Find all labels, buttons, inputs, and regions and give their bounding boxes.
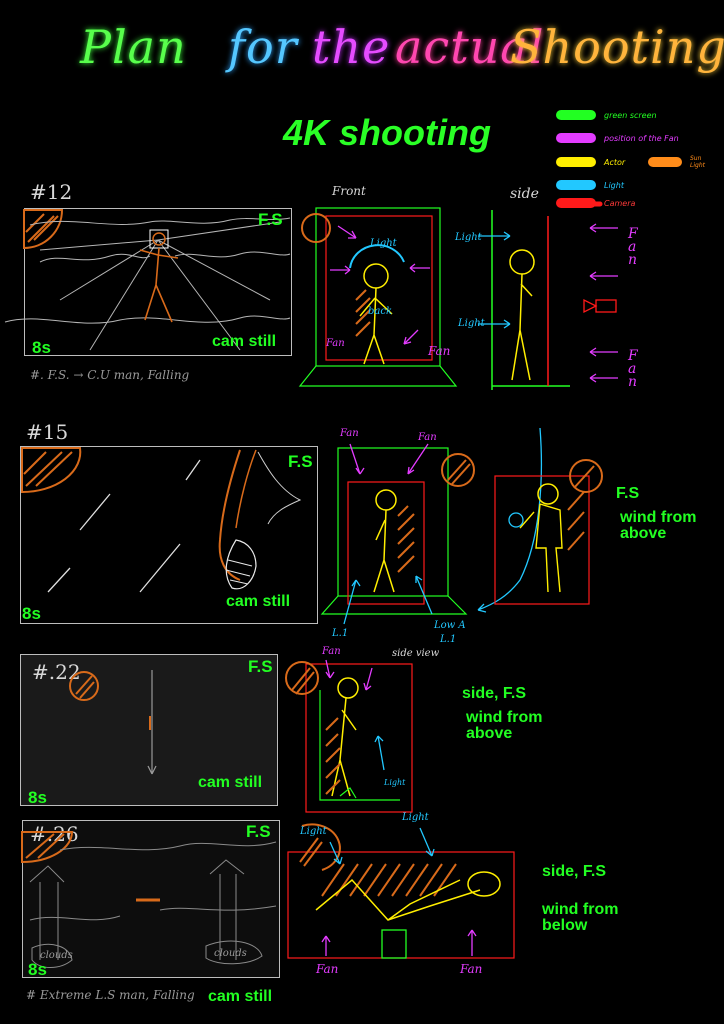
title-word-shooting: Shooting [510,20,724,74]
legend-label: Light [604,180,624,190]
note-22-direction: above [466,725,513,742]
label-low-angle: Low A [434,620,466,631]
note-26-direction: below [542,917,588,934]
label-light-side-top: Light [455,232,482,243]
shot-duration-22: 8s [28,788,47,807]
label-fan-right: Fan [428,344,451,358]
label-fan-26-left: Fan [316,962,339,976]
label-side-view: side view [392,648,440,659]
label-light-side-bottom: Light [458,318,485,329]
legend-item-actor: Actor [556,155,625,169]
legend-swatch [556,110,596,120]
cloud-label-right: clouds [214,948,247,959]
legend-item-fan: position of the Fan [556,131,679,145]
label-fan-22: Fan [322,646,341,657]
note-15-direction: above [620,525,667,542]
legend-item-green-screen: green screen [556,108,657,122]
note-26-wind: wind from [542,901,619,918]
shot-frame-12 [24,208,292,356]
shot-type-12: F.S [258,210,283,229]
legend-item-light: Light [556,178,624,192]
label-side: side [510,186,539,202]
camera-movement-26: cam still [208,988,273,1005]
label-fan-side-top: Fan [628,226,638,268]
legend-label: position of the Fan [604,133,679,143]
shot-frame-15 [20,446,318,624]
legend-swatch [648,157,682,167]
title-word-actual: actual [395,20,545,74]
label-fan-1: Fan [340,428,359,439]
label-back: back [368,306,393,317]
label-fan-left: Fan [326,338,345,349]
note-22-wind: wind from [466,709,543,726]
legend-label: Sun Light [690,155,705,169]
camera-movement-22: cam still [198,774,263,791]
label-light-l1: L.1 [332,628,349,639]
camera-movement-15: cam still [226,593,291,610]
shot-duration-26: 8s [28,960,47,979]
label-light-front: Light [370,238,397,249]
cloud-label-left: clouds [40,950,73,961]
label-fan-2: Fan [418,432,437,443]
page-title: Plan for the actual Shooting [80,20,724,100]
label-fan-side-bottom: Fan [628,348,638,390]
label-light-22: Light [384,778,406,787]
legend-label: green screen [604,110,657,120]
title-word-the: the [312,20,391,74]
note-22-shot: side, F.S [462,685,527,702]
note-15-shot: F.S [616,485,640,502]
label-light-l1b: L.1 [440,634,457,645]
shot-number-12: #12 [30,180,73,204]
shot-type-22: F.S [248,657,273,676]
shot-number-15: #15 [26,420,69,444]
shot-type-26: F.S [246,822,271,841]
shot-duration-15: 8s [22,604,41,623]
shot-caption-26: # Extreme L.S man, Falling [26,988,195,1002]
note-26-shot: side, F.S [542,863,607,880]
legend-swatch [556,180,596,190]
legend-swatch [556,133,596,143]
legend-label: Camera [604,198,636,208]
label-light-26-left: Light [300,826,327,837]
legend-item-sun-light: Sun Light [648,155,712,169]
subtitle-4k: 4K shooting [283,112,491,153]
label-front: Front [332,184,366,198]
shot-duration-12: 8s [32,338,51,357]
shot-caption-12: #. F.S. → C.U man, Falling [30,368,190,382]
label-fan-26-right: Fan [460,962,483,976]
shot-number-22: #.22 [32,660,81,684]
legend-label: Actor [604,157,626,167]
title-word-for: for [228,20,298,74]
camera-movement-12: cam still [212,333,277,350]
title-word-plan: Plan [80,20,187,74]
note-15-wind: wind from [620,509,697,526]
label-light-26-right: Light [402,812,429,823]
legend-swatch [556,157,596,167]
shot-type-15: F.S [288,452,313,471]
